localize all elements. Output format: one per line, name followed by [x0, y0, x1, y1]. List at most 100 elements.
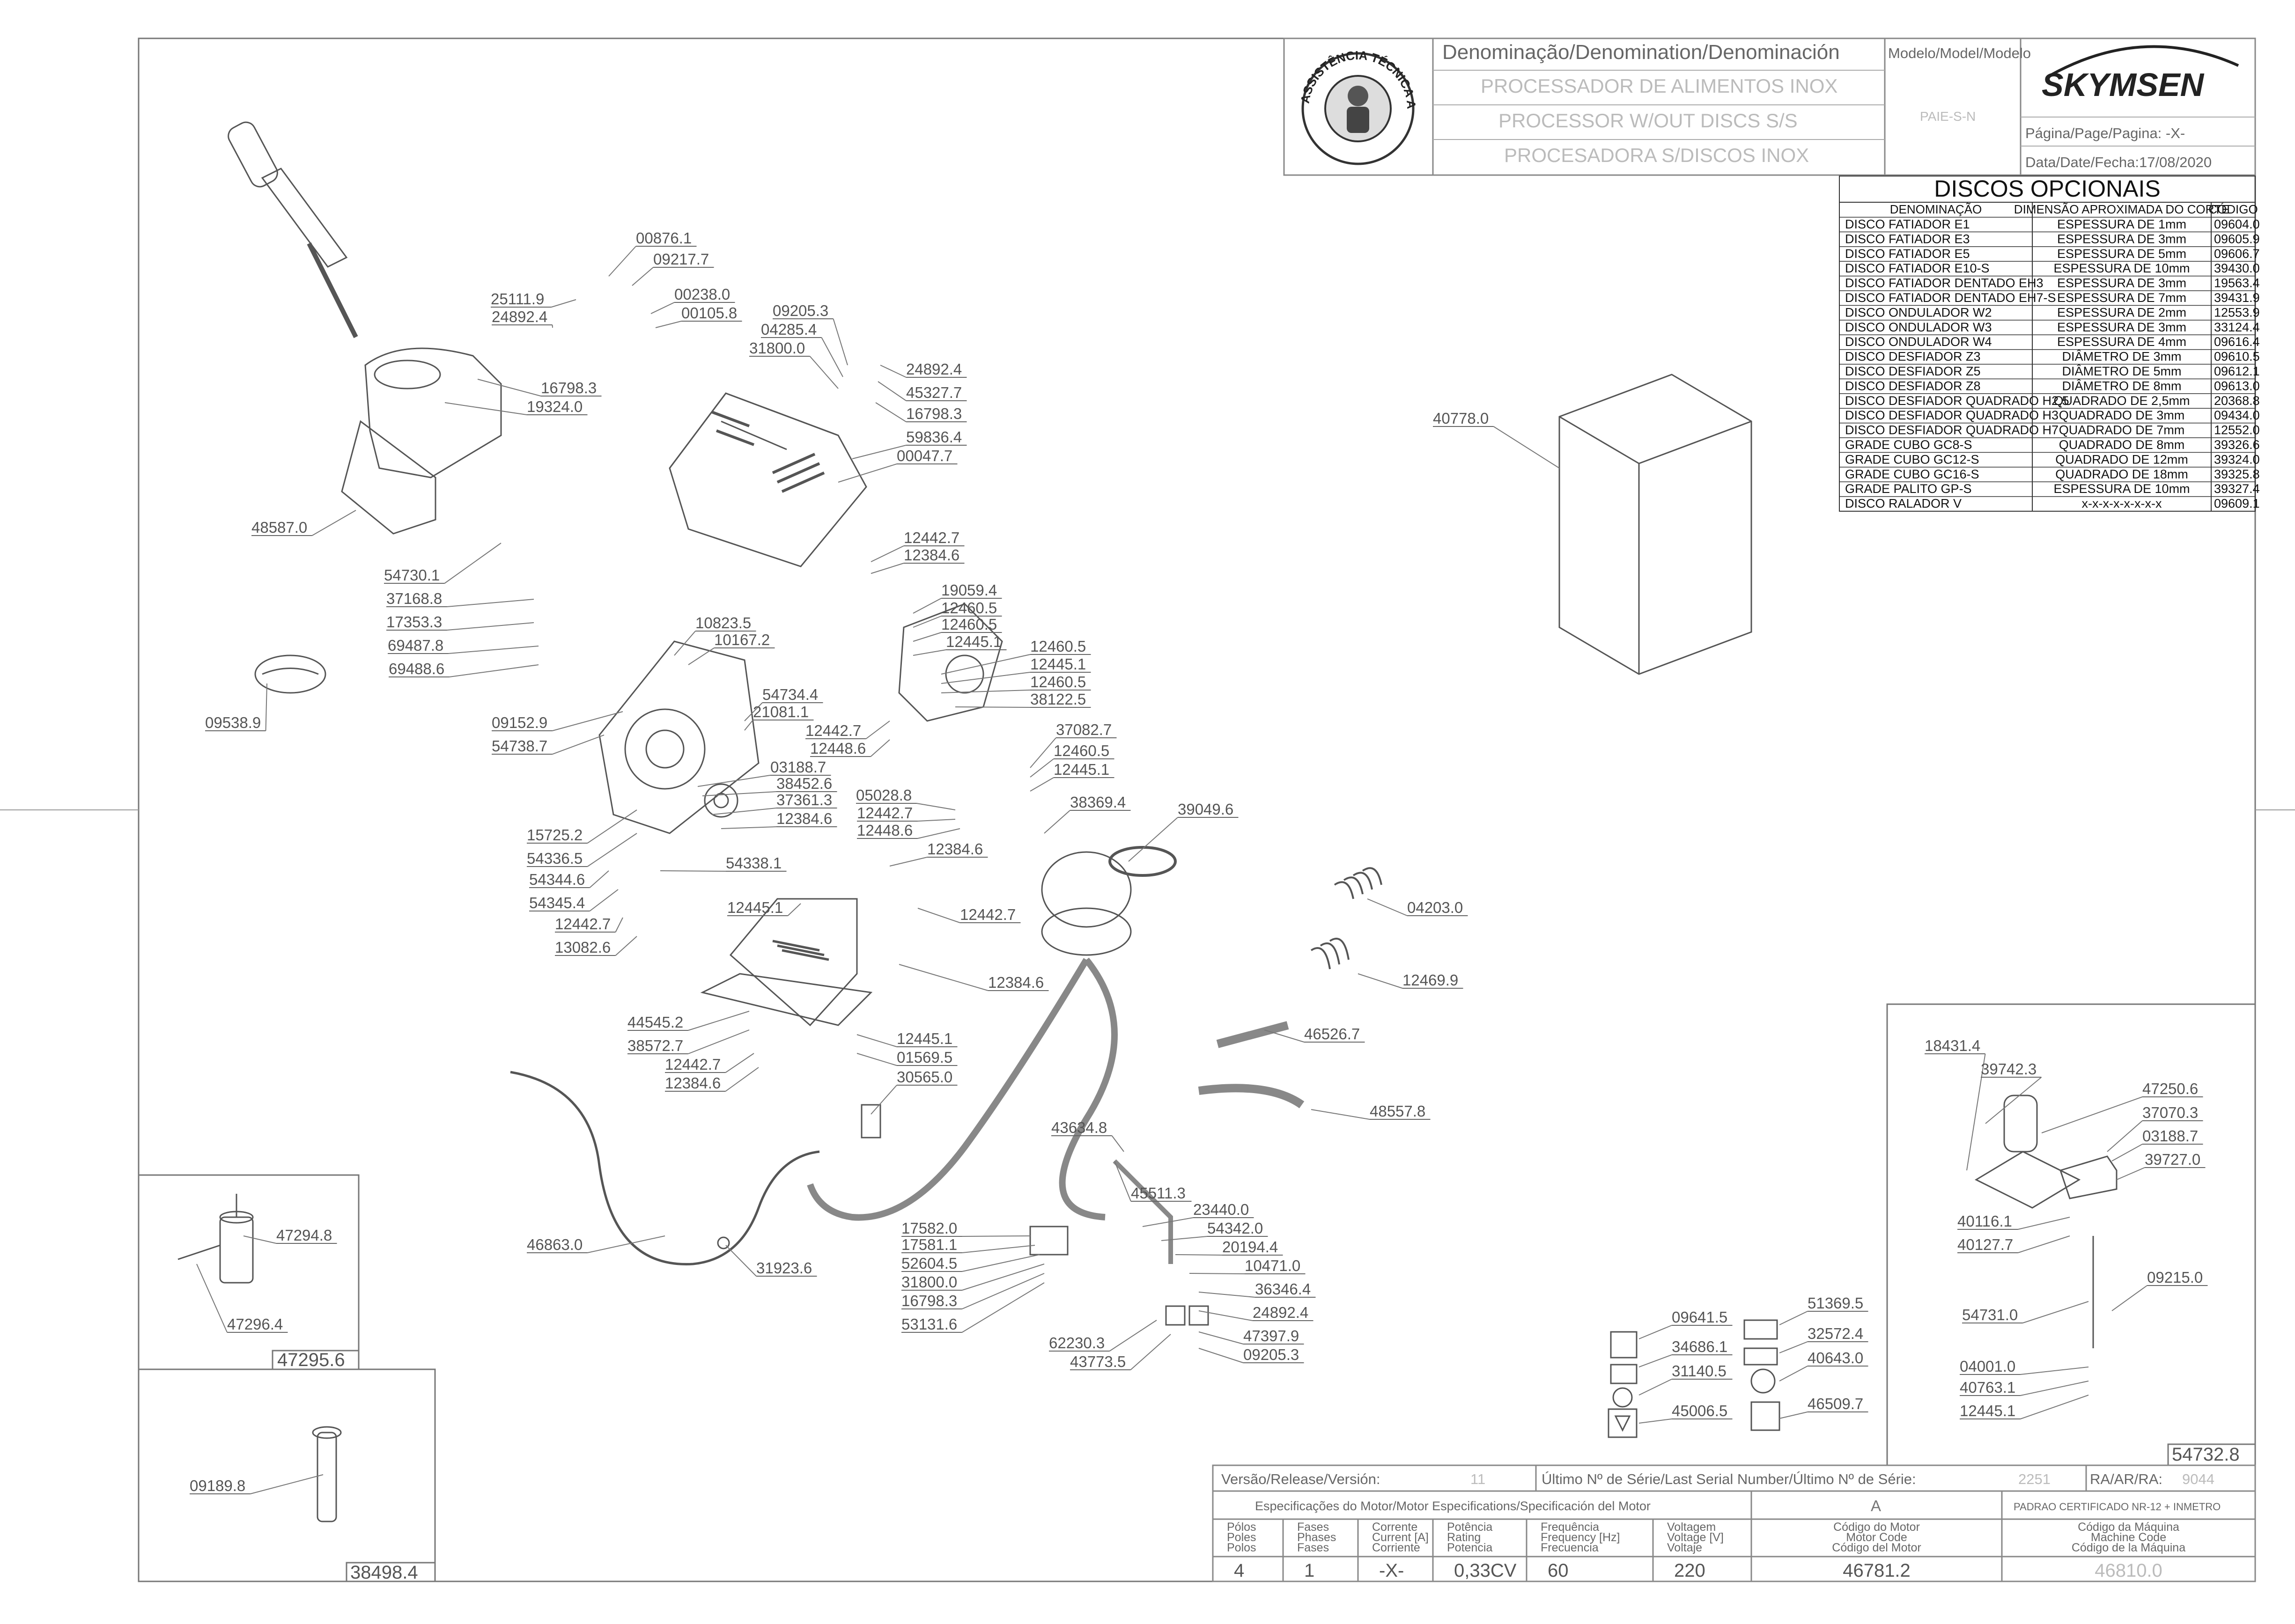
discs-table-cell: DISCO DESFIADOR Z3: [1845, 350, 1981, 364]
leader-line: [1030, 777, 1054, 792]
discs-table-cell: QUADRADO DE 12mm: [2055, 452, 2188, 466]
leader-line: [477, 379, 541, 397]
discs-table-cell: 09609.1: [2214, 497, 2260, 511]
leader-line: [865, 720, 890, 739]
part-number-label: 48587.0: [251, 510, 356, 536]
motor-spec-header: Frequency [Hz]: [1541, 1531, 1620, 1544]
motor-spec-title: Especificações do Motor/Motor Especifica…: [1255, 1499, 1651, 1513]
motor-spec-header: Frequência: [1541, 1521, 1599, 1534]
discs-table-cell: QUADRADO DE 3mm: [2059, 408, 2185, 422]
part-number-text: 12442.7: [805, 722, 861, 739]
leader-line: [962, 1254, 1040, 1272]
part-number-label: 16798.3: [875, 402, 967, 422]
part-number-text: 62230.3: [1049, 1334, 1105, 1352]
discs-table-cell: DISCO ONDULADOR W2: [1845, 305, 1992, 319]
motor-spec-value: 0,33CV: [1454, 1560, 1517, 1581]
packaging-box: [1558, 374, 1752, 675]
leader-line: [962, 1264, 1045, 1291]
part-number-label: 12442.7: [871, 529, 965, 562]
part-number-text: 54342.0: [1207, 1220, 1263, 1237]
motor-spec-header: Machine Code: [2091, 1531, 2166, 1544]
part-number-text: 09205.3: [1243, 1346, 1299, 1363]
part-number-text: 37361.3: [776, 791, 832, 808]
leader-line: [838, 463, 897, 483]
part-number-label: 34686.1: [1638, 1338, 1733, 1367]
part-number-label: 45006.5: [1638, 1402, 1733, 1424]
discs-table-cell: 39325.8: [2214, 467, 2260, 481]
motor-spec-value: -X-: [1379, 1560, 1404, 1581]
version-value: 11: [1470, 1471, 1485, 1487]
part-number-text: 36346.4: [1255, 1280, 1311, 1298]
discs-table-cell: DISCO RALADOR V: [1845, 497, 1962, 511]
leader-line: [447, 622, 534, 631]
ra-value: 9044: [2182, 1471, 2214, 1487]
discs-table-cell: GRADE CUBO GC12-S: [1845, 452, 1979, 466]
leader-line: [697, 775, 771, 787]
title-block: ASSISTÊNCIA TÉCNICA AUTORIZADA: [0, 0, 2256, 176]
part-number-text: 34686.1: [1672, 1338, 1727, 1355]
discs-table-cell: 39326.6: [2214, 438, 2260, 452]
part-number-text: 54345.4: [529, 894, 585, 911]
part-number-text: 46509.7: [1808, 1395, 1863, 1412]
part-number-text: 12445.1: [727, 899, 783, 916]
motor-spec-header: Potência: [1447, 1521, 1492, 1534]
discs-table-cell: 09610.5: [2214, 350, 2260, 364]
part-number-label: 45511.3: [1114, 1161, 1192, 1202]
leader-line: [1358, 973, 1403, 989]
part-number-text: 04285.4: [761, 321, 817, 338]
part-number-label: 31800.0: [749, 339, 839, 389]
part-number-label: 39727.0: [2116, 1151, 2206, 1180]
part-number-label: 54734.4: [744, 686, 823, 721]
part-number-text: 12460.5: [1054, 742, 1109, 759]
discs-table-cell: DISCO FATIADOR E3: [1845, 232, 1970, 246]
part-number-text: 12460.5: [1030, 673, 1086, 691]
part-number-text: 31800.0: [901, 1273, 957, 1291]
discs-table-cell: ESPESSURA DE 2mm: [2057, 305, 2186, 319]
leader-line: [1128, 817, 1178, 862]
part-number-label: 12384.6: [899, 964, 1049, 991]
part-number-text: 10167.2: [714, 631, 770, 648]
part-number-text: 12460.5: [941, 599, 997, 617]
leader-line: [711, 808, 777, 815]
part-number-text: 47294.8: [276, 1227, 332, 1244]
discs-table-cell: 39431.9: [2214, 291, 2260, 305]
part-number-label: 05028.8: [856, 786, 956, 810]
motor-spec-header: Pólos: [1227, 1521, 1256, 1534]
part-number-text: 03188.7: [770, 758, 826, 776]
part-number-label: 47397.9: [1198, 1327, 1304, 1345]
discs-table-cell: 39324.0: [2214, 452, 2260, 466]
part-number-label: 16798.3: [477, 379, 602, 397]
discs-table-cell: GRADE CUBO GC8-S: [1845, 438, 1972, 452]
part-number-text: 37168.8: [386, 590, 442, 607]
part-number-text: 19324.0: [527, 398, 583, 415]
part-number-label: 47296.4: [196, 1264, 288, 1333]
part-number-label: 12445.1: [727, 899, 801, 916]
leader-line: [587, 809, 637, 844]
discs-table-cell: DISCO FATIADOR DENTADO EH3: [1845, 276, 2044, 290]
part-number-text: 40643.0: [1808, 1349, 1863, 1367]
product-name-es: PROCESADORA S/DISCOS INOX: [1504, 144, 1809, 166]
leader-line: [961, 1282, 1045, 1333]
part-number-label: 24892.4: [880, 360, 967, 378]
leader-line: [632, 267, 654, 286]
ra-label: RA/AR/RA:: [2090, 1471, 2162, 1487]
part-number-text: 10823.5: [695, 614, 751, 632]
inset-code-left-top: 47295.6: [277, 1350, 345, 1370]
part-number-label: 12384.6: [721, 810, 837, 829]
part-number-text: 31140.5: [1672, 1362, 1727, 1380]
motor-spec-header: Motor Code: [1846, 1531, 1907, 1544]
motor-spec-value: 1: [1304, 1560, 1314, 1581]
leader-line: [1966, 1053, 1986, 1171]
part-number-label: 36346.4: [1198, 1280, 1316, 1298]
leader-line: [1311, 1109, 1370, 1120]
part-number-text: 59836.4: [906, 428, 962, 446]
part-number-text: 37082.7: [1056, 721, 1112, 738]
leader-line: [1111, 1135, 1124, 1152]
part-number-label: 12442.7: [555, 915, 623, 933]
part-number-label: 20194.4: [1175, 1238, 1283, 1256]
